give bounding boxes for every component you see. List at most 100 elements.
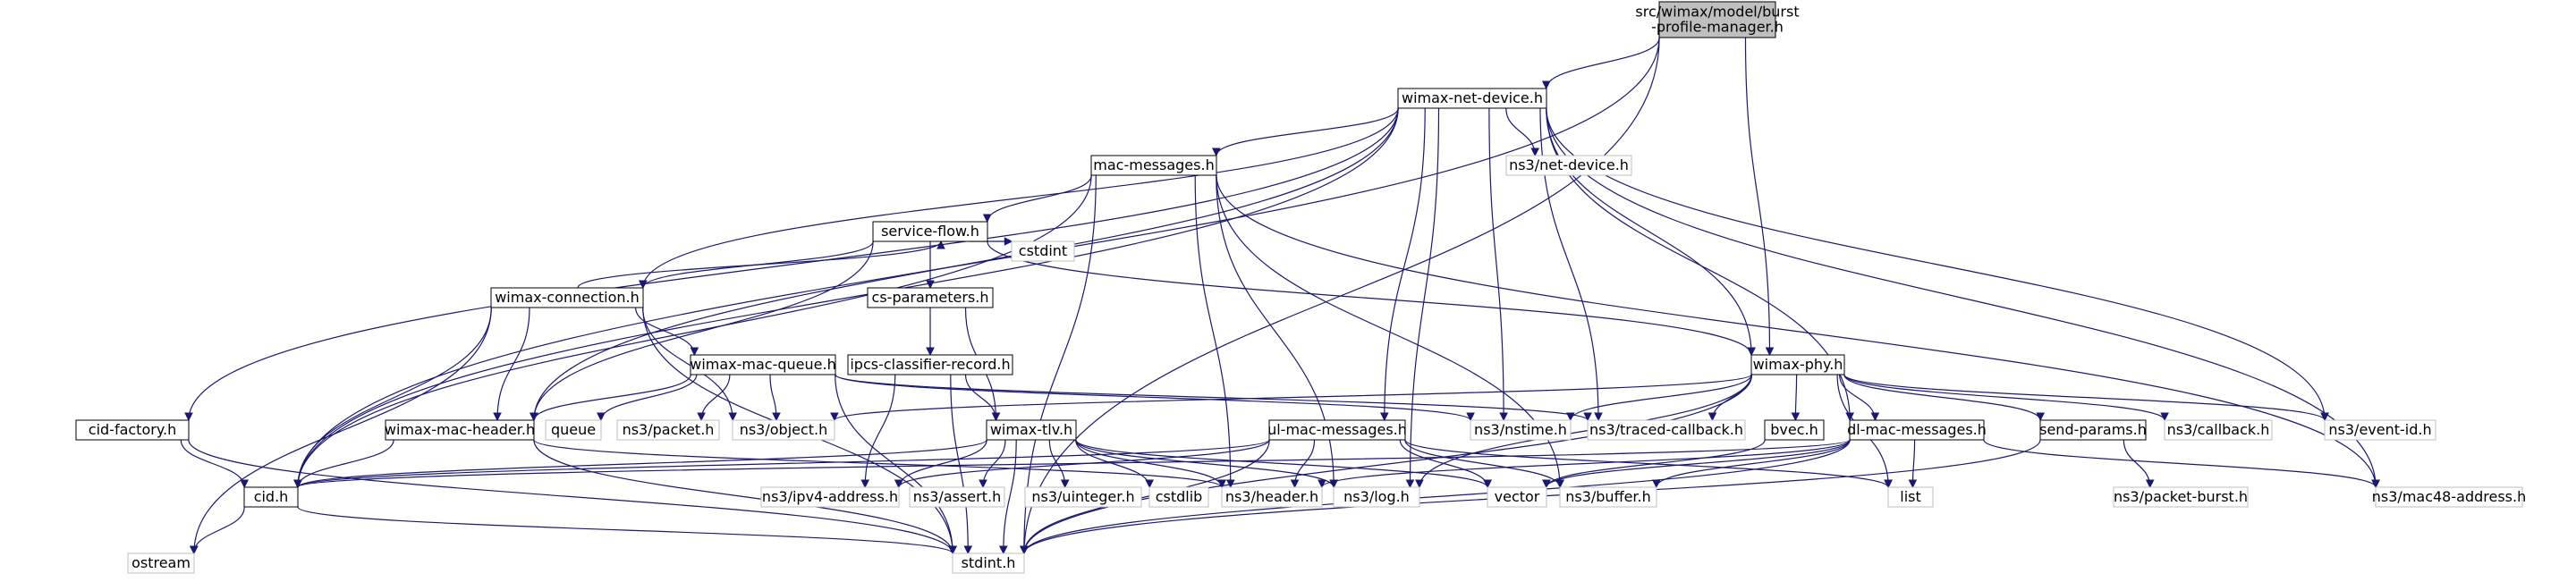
node-label: mac-messages.h: [1093, 156, 1214, 173]
node-label: ipcs-classifier-record.h: [850, 356, 1010, 373]
node-dlmac[interactable]: dl-mac-messages.h: [1847, 419, 1987, 441]
edge-netdev-to-ns3nstime: [1488, 107, 1508, 422]
node-label: wimax-tlv.h: [990, 421, 1072, 438]
node-label: wimax-connection.h: [495, 289, 640, 306]
edge-dlmac-to-ns3mac48: [1983, 439, 2380, 489]
node-macmsg[interactable]: mac-messages.h: [1090, 155, 1217, 176]
node-root[interactable]: src/wimax/model/burst-profile-manager.h: [1635, 1, 1800, 38]
node-box: [1587, 419, 1746, 441]
edge-wconn-to-wmq: [635, 307, 699, 357]
edge-dlmac-to-cid: [293, 439, 1851, 489]
edge-tlv-to-cstdlib: [1075, 439, 1155, 489]
node-box: [1559, 486, 1657, 508]
edges-layer: [180, 37, 2380, 555]
edge-tlv-to-vector: [1075, 439, 1492, 489]
edge-csparam-to-ipcs: [926, 308, 935, 357]
node-label: ns3/event-id.h: [2328, 421, 2431, 438]
edge-wmq-to-ns3object: [769, 374, 781, 422]
node-ns3traced: ns3/traced-callback.h: [1587, 419, 1746, 441]
node-box: [847, 354, 1013, 375]
node-box: [1397, 88, 1547, 109]
node-label: ns3/ipv4-address.h: [762, 488, 898, 505]
edge-wphy-to-dlmac: [1839, 374, 1880, 422]
edge-wmq-to-queue: [597, 374, 698, 422]
node-csparam[interactable]: cs-parameters.h: [867, 287, 994, 308]
node-box: [545, 419, 602, 441]
node-bvec[interactable]: bvec.h: [1764, 419, 1825, 441]
node-box: [1333, 486, 1420, 508]
node-ns3ipv4: ns3/ipv4-address.h: [760, 486, 900, 508]
edge-wconn-to-wmh: [493, 307, 530, 422]
node-wphy[interactable]: wimax-phy.h: [1750, 354, 1845, 375]
edge-wmq-to-ns3packet: [697, 374, 731, 422]
node-label: ns3/traced-callback.h: [1589, 421, 1743, 438]
edge-netdev-to-ns3netdev: [1505, 107, 1540, 157]
node-ns3nstime: ns3/nstime.h: [1470, 419, 1572, 441]
edge-cid-to-ostream: [189, 506, 245, 555]
node-label: ns3/header.h: [1225, 488, 1318, 505]
node-queue: queue: [545, 419, 602, 441]
edge-netdev-to-cidfac: [184, 107, 1399, 422]
node-box: [490, 287, 644, 308]
node-ns3mac48: ns3/mac48-address.h: [2372, 486, 2526, 508]
edge-netdev-to-ns3log: [1405, 107, 1440, 489]
node-label: src/wimax/model/burst: [1635, 4, 1799, 21]
node-box: [1505, 155, 1632, 176]
node-box: [1750, 354, 1845, 375]
edge-dlmac-to-ns3header: [1318, 439, 1851, 489]
node-label: -profile-manager.h: [1651, 19, 1784, 36]
node-stdint: stdint.h: [952, 552, 1025, 574]
node-box: [1268, 419, 1406, 441]
node-netdev[interactable]: wimax-net-device.h: [1397, 88, 1547, 109]
node-label: cstdint: [1019, 242, 1067, 259]
edge-sendp-to-ns3pb: [2123, 439, 2155, 489]
edge-wphy-to-ns3object: [830, 374, 1752, 422]
node-wconn[interactable]: wimax-connection.h: [490, 287, 644, 308]
edge-wphy-to-ns3evt: [1843, 374, 2329, 422]
node-label: ns3/net-device.h: [1509, 156, 1629, 173]
node-ulmac[interactable]: ul-mac-messages.h: [1267, 419, 1407, 441]
node-ns3cb: ns3/callback.h: [2164, 419, 2273, 441]
node-box: [2039, 419, 2147, 441]
node-label: ul-mac-messages.h: [1267, 421, 1407, 438]
node-label: cstdlib: [1156, 488, 1203, 505]
edge-wmq-to-wmh: [529, 374, 691, 422]
node-ipcs[interactable]: ipcs-classifier-record.h: [847, 354, 1013, 375]
node-box: [952, 552, 1025, 574]
node-box: [616, 419, 720, 441]
node-box: [867, 287, 994, 308]
nodes-layer: src/wimax/model/burst-profile-manager.h w…: [75, 1, 2526, 574]
edge-ulmac-to-cid: [293, 439, 1270, 489]
node-cidfac[interactable]: cid-factory.h: [75, 419, 190, 441]
node-label: queue: [551, 421, 596, 438]
node-wmq[interactable]: wimax-mac-queue.h: [690, 354, 836, 375]
node-sendp[interactable]: send-params.h: [2039, 419, 2147, 441]
node-label: wimax-phy.h: [1753, 356, 1843, 373]
edge-wphy-to-ns3cb: [1843, 374, 2169, 422]
edge-netdev-to-ns3evt: [1546, 107, 2329, 422]
edge-dlmac-to-ns3buffer: [1651, 439, 1851, 489]
node-box: [2113, 486, 2249, 508]
node-label: cid.h: [254, 488, 289, 505]
node-ns3header: ns3/header.h: [1221, 486, 1323, 508]
edge-netdev-to-ns3traced: [1539, 107, 1603, 422]
node-box: [243, 486, 299, 508]
node-ns3object: ns3/object.h: [732, 419, 835, 441]
edge-macmsg-to-ns3log: [1216, 174, 1339, 489]
node-box: [1024, 486, 1142, 508]
node-box: [2164, 419, 2273, 441]
edge-ulmac-to-list: [1404, 439, 1893, 489]
node-cid[interactable]: cid.h: [243, 486, 299, 508]
edge-macmsg-to-ns3mac48: [1216, 174, 2380, 489]
node-list: list: [1887, 486, 1934, 508]
node-wmh[interactable]: wimax-mac-header.h: [385, 419, 535, 441]
edge-netdev-to-wphy: [1546, 107, 1756, 357]
node-ns3assert: ns3/assert.h: [909, 486, 1005, 508]
edge-macmsg-to-ns3header: [1194, 174, 1235, 489]
node-box: [1849, 419, 1985, 441]
node-label: cid-factory.h: [89, 421, 176, 438]
node-tlv[interactable]: wimax-tlv.h: [986, 419, 1077, 441]
node-sflow[interactable]: service-flow.h: [872, 221, 988, 242]
node-cstdlib: cstdlib: [1148, 486, 1209, 508]
